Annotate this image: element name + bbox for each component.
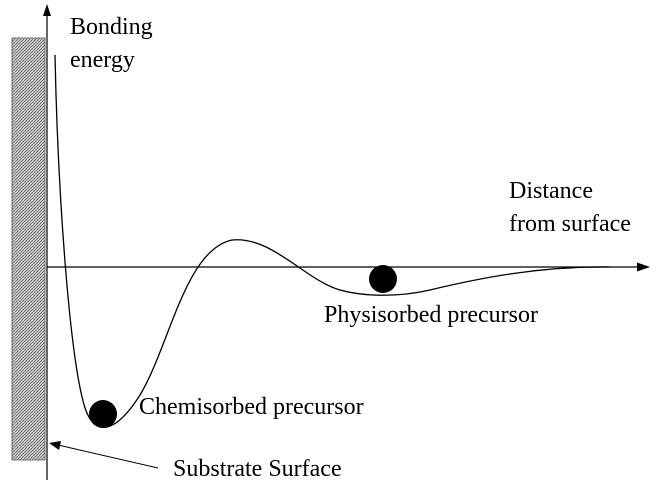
- x-axis-label-line1: Distance: [509, 178, 593, 204]
- chemisorbed-label: Chemisorbed precursor: [139, 394, 364, 420]
- x-axis-arrowhead: [637, 262, 650, 272]
- substrate-wall: [11, 37, 46, 461]
- substrate-surface-label: Substrate Surface: [173, 456, 342, 482]
- x-axis-label-line2: from surface: [509, 211, 631, 237]
- physisorbed-molecule: [369, 265, 397, 293]
- energy-curve: [54, 54, 611, 428]
- substrate-pointer-line: [57, 444, 159, 469]
- substrate-pointer-arrowhead: [49, 441, 61, 450]
- y-axis-arrowhead: [43, 4, 51, 16]
- y-axis-label-line1: Bonding: [70, 14, 153, 40]
- chemisorbed-molecule: [89, 400, 117, 428]
- y-axis-label-line2: energy: [70, 47, 135, 73]
- physisorbed-label: Physisorbed precursor: [324, 302, 538, 328]
